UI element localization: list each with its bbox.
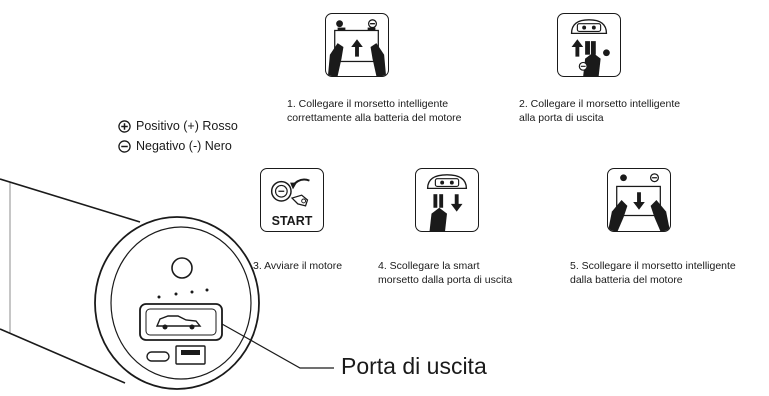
step-4-caption-line1: 4. Scollegare la smart	[378, 260, 480, 272]
step-1-caption-line2: correttamente alla batteria del motore	[287, 112, 462, 124]
step-2-caption-line1: 2. Collegare il morsetto intelligente	[519, 98, 681, 110]
legend-positive: Positivo (+) Rosso	[118, 119, 238, 133]
step-2-illustration	[557, 13, 621, 77]
port-disconnect-icon	[426, 174, 468, 231]
step-3-illustration	[260, 168, 324, 232]
legend-negative-label: Negativo (-) Nero	[136, 139, 232, 153]
step-5-caption: 5. Scollegare il morsetto intelligente d…	[570, 259, 736, 287]
legend-positive-label: Positivo (+) Rosso	[136, 119, 238, 133]
step-5-illustration	[607, 168, 671, 232]
step-2-caption: 2. Collegare il morsetto intelligente al…	[519, 97, 680, 125]
port-connect-icon	[570, 19, 610, 76]
battery-disconnect-icon	[608, 173, 670, 231]
battery-connect-icon	[327, 19, 387, 76]
step-1-caption: 1. Collegare il morsetto intelligente co…	[287, 97, 462, 125]
usb-c-port	[146, 351, 170, 362]
step-5-caption-line2: dalla batteria del motore	[570, 274, 683, 286]
legend-negative: Negativo (-) Nero	[118, 139, 232, 153]
step-4-caption-line2: morsetto dalla porta di uscita	[378, 274, 513, 286]
port-label: Porta di uscita	[341, 353, 487, 379]
step-4-caption: 4. Scollegare la smart morsetto dalla po…	[378, 259, 512, 287]
port-leader-line	[221, 323, 334, 369]
minus-circle-icon	[118, 139, 131, 153]
plus-circle-icon	[118, 119, 131, 133]
step-1-illustration	[325, 13, 389, 77]
step-1-caption-line1: 1. Collegare il morsetto intelligente	[287, 98, 449, 110]
power-button	[171, 257, 193, 279]
step-3-caption: 3. Avviare il motore	[253, 259, 342, 273]
start-label: START	[271, 214, 313, 228]
step-2-caption-line2: alla porta di uscita	[519, 112, 604, 124]
usb-a-port	[175, 345, 206, 365]
ignition-key-icon	[270, 178, 310, 207]
step-4-illustration	[415, 168, 479, 232]
step-5-caption-line1: 5. Scollegare il morsetto intelligente	[570, 260, 736, 272]
step-3-caption-line1: 3. Avviare il motore	[253, 260, 343, 272]
output-port	[139, 303, 223, 341]
